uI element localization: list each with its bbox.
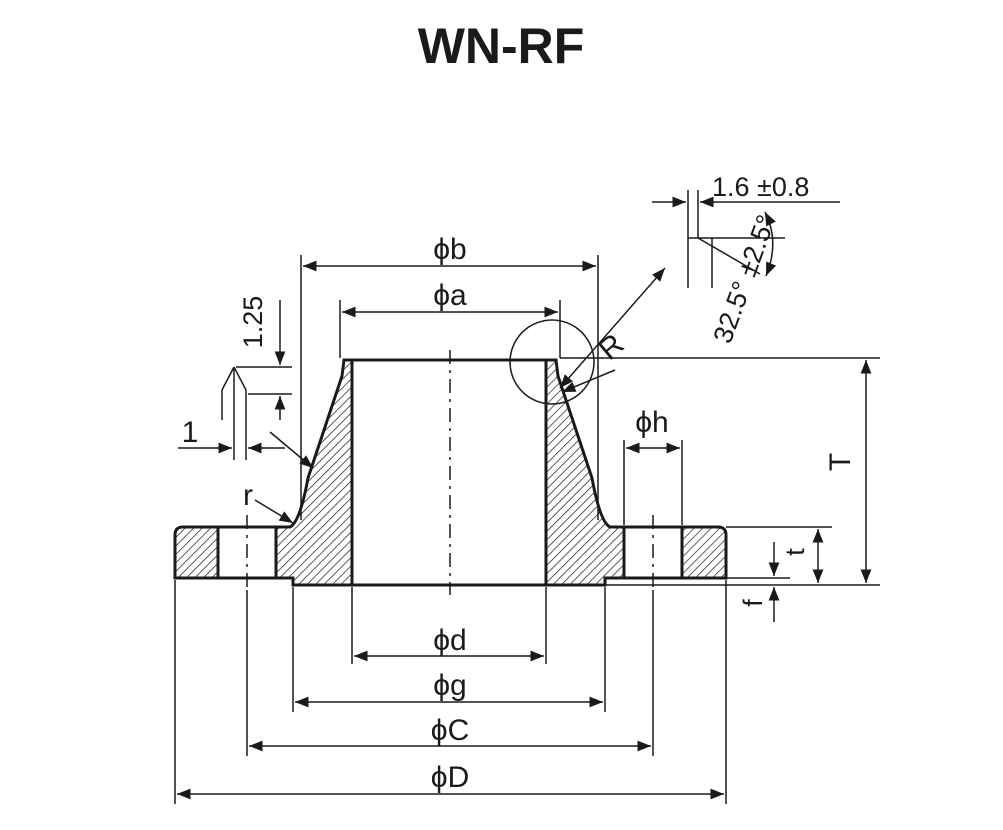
flange-right-section [680, 525, 728, 580]
label-phi-D: ϕD [431, 761, 469, 794]
label-t: t [780, 548, 810, 556]
label-phi-C: ϕC [431, 714, 469, 747]
label-phi-d: ϕd [433, 624, 467, 657]
label-1-25: 1.25 [238, 296, 268, 349]
label-phi-g: ϕg [433, 669, 467, 702]
label-phi-a: ϕa [433, 279, 467, 312]
label-angle: 32.5° ±2.5° [707, 211, 781, 347]
label-1: 1 [182, 416, 199, 449]
label-f: f [738, 599, 768, 607]
flange-left-section [173, 525, 220, 580]
label-tolerance: 1.6 ±0.8 [712, 172, 809, 202]
hub-right-section [544, 358, 626, 587]
label-r: r [243, 479, 253, 512]
drawing-title: WN-RF [418, 18, 585, 74]
label-phi-h: ϕh [635, 406, 669, 439]
label-T: T [824, 453, 857, 471]
label-phi-b: ϕb [433, 233, 467, 266]
